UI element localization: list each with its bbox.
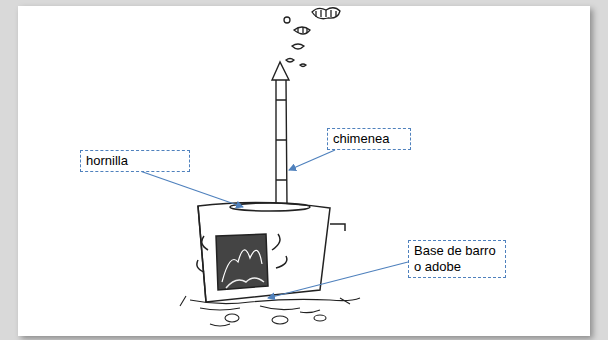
leader-line bbox=[268, 262, 408, 298]
ground-scribble bbox=[180, 296, 360, 326]
leader-line bbox=[140, 171, 243, 207]
callout-text: hornilla bbox=[86, 153, 184, 169]
smoke bbox=[284, 8, 340, 67]
callout-text: chimenea bbox=[333, 131, 405, 147]
leader-line bbox=[289, 150, 335, 170]
stove-body bbox=[197, 202, 345, 302]
callout-box: Base de barro o adobe bbox=[408, 240, 506, 278]
callout-text: Base de barro o adobe bbox=[414, 243, 500, 275]
callout-box: hornilla bbox=[80, 150, 190, 172]
callout-box: chimenea bbox=[327, 128, 411, 150]
chimney bbox=[272, 62, 289, 208]
leader-lines bbox=[140, 150, 408, 298]
